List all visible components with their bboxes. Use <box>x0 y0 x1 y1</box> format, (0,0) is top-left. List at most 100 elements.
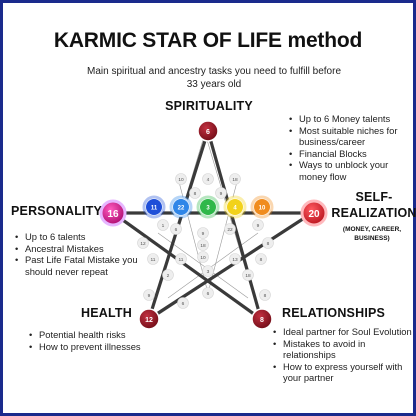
chakra-marker: 22 <box>169 195 193 219</box>
node-right-self-realization: 20 <box>300 199 328 227</box>
node-bottom-right-relationships: 8 <box>251 308 273 330</box>
list-item: Ways to unblock your money flow <box>289 159 415 182</box>
small-number-value: 12 <box>140 241 146 247</box>
small-number-marker: 6 <box>170 223 182 235</box>
small-number-marker: 18 <box>242 269 254 281</box>
small-number-marker: 3 <box>202 265 214 277</box>
small-number-value: 10 <box>200 255 206 261</box>
node-bottom-left-value: 12 <box>145 317 153 324</box>
heading-line: SELF- <box>355 190 393 204</box>
node-bottom-right-value: 8 <box>260 317 264 324</box>
small-number-marker: 11 <box>175 253 187 265</box>
list-item: Most suitable niches for business/career <box>289 125 415 148</box>
subtitle-line: (MONEY, CAREER, <box>342 226 402 233</box>
subtitle-line: BUSINESS) <box>354 234 390 242</box>
small-number-marker: 18 <box>229 173 241 185</box>
small-number-marker: 1 <box>157 219 169 231</box>
chakra-marker: 3 <box>196 195 220 219</box>
small-number-value: 9 <box>202 231 205 237</box>
small-number-marker: 6 <box>202 287 214 299</box>
small-number-value: 9 <box>257 223 260 229</box>
list-item: Past Life Fatal Mistake you should never… <box>15 254 165 277</box>
small-number-marker: 10 <box>175 173 187 185</box>
chakra-marker: 10 <box>250 195 274 219</box>
chakra-value: 11 <box>151 206 158 212</box>
node-right-value: 20 <box>308 209 320 220</box>
list-item: How to express yourself with your partne… <box>273 361 413 384</box>
small-number-marker: 10 <box>197 251 209 263</box>
subtitle: Main spiritual and ancestry tasks you ne… <box>86 66 342 90</box>
heading-spirituality: SPIRITUALITY <box>165 99 253 113</box>
small-number-marker: 4 <box>202 173 214 185</box>
small-number-marker: 6 <box>177 297 189 309</box>
small-number-value: 1 <box>162 223 165 229</box>
small-number-value: 22 <box>227 227 233 233</box>
list-item: Ideal partner for Soul Evolution <box>273 326 413 338</box>
small-number-value: 3 <box>207 269 210 275</box>
small-number-marker: 22 <box>224 223 236 235</box>
small-number-value: 6 <box>207 291 210 297</box>
small-number-value: 8 <box>260 257 263 263</box>
small-number-marker: 8 <box>262 237 274 249</box>
list-personality: Up to 6 talents Ancestral Mistakes Past … <box>15 231 165 277</box>
chakra-marker: 11 <box>142 195 166 219</box>
chakra-value: 22 <box>178 206 185 212</box>
small-number-value: 18 <box>200 243 206 249</box>
chakra-value: 10 <box>259 206 266 212</box>
small-number-marker: 13 <box>229 253 241 265</box>
small-number-marker: 9 <box>197 227 209 239</box>
small-number-value: 2 <box>167 273 170 279</box>
small-number-value: 11 <box>151 257 156 263</box>
heading-relationships: RELATIONSHIPS <box>282 306 386 320</box>
list-health: Potential health risks How to prevent il… <box>29 329 189 352</box>
list-item: Mistakes to avoid in relationships <box>273 338 413 361</box>
chakra-row: 11 22 3 4 10 <box>142 195 274 219</box>
small-number-value: 8 <box>194 191 197 197</box>
small-number-value: 9 <box>148 293 151 299</box>
small-number-value: 8 <box>264 293 267 299</box>
list-item: Financial Blocks <box>289 148 415 160</box>
chakra-marker: 4 <box>223 195 247 219</box>
small-number-marker: 12 <box>137 237 149 249</box>
list-relationships: Ideal partner for Soul Evolution Mistake… <box>273 326 413 384</box>
list-item: Potential health risks <box>29 329 189 341</box>
small-number-value: 8 <box>267 241 270 247</box>
heading-personality: PERSONALITY <box>11 204 103 218</box>
small-number-marker: 11 <box>147 253 159 265</box>
list-item: Up to 6 Money talents <box>289 113 415 125</box>
chakra-value: 4 <box>233 206 237 212</box>
node-left-value: 16 <box>107 209 119 220</box>
small-number-value: 13 <box>232 257 238 263</box>
node-top: 6 <box>197 120 219 142</box>
list-item: Up to 6 talents <box>15 231 165 243</box>
list-item: Ancestral Mistakes <box>15 243 165 255</box>
small-number-marker: 9 <box>143 289 155 301</box>
node-bottom-left-health: 12 <box>138 308 160 330</box>
heading-line: REALIZATION <box>331 206 416 220</box>
small-number-value: 18 <box>232 177 238 183</box>
chakra-value: 3 <box>206 206 210 212</box>
small-number-value: 9 <box>220 191 223 197</box>
list-item: How to prevent illnesses <box>29 341 189 353</box>
small-number-value: 6 <box>175 227 178 233</box>
small-number-value: 6 <box>182 301 185 307</box>
small-number-marker: 18 <box>197 239 209 251</box>
node-top-value: 6 <box>206 129 210 136</box>
small-number-marker: 8 <box>255 253 267 265</box>
small-number-value: 10 <box>178 177 184 183</box>
list-spirituality: Up to 6 Money talents Most suitable nich… <box>289 113 415 183</box>
small-number-markers: 10 4 18 8 9 1 6 9 22 9 12 18 8 11 11 10 13 8 2 3 18 9 6 8 6 <box>137 173 274 309</box>
heading-health: HEALTH <box>81 306 132 320</box>
small-number-value: 18 <box>245 273 251 279</box>
small-number-value: 4 <box>207 177 210 183</box>
small-number-marker: 9 <box>215 187 227 199</box>
small-number-marker: 8 <box>189 187 201 199</box>
page-title: KARMIC STAR OF LIFE method <box>53 29 363 52</box>
small-number-marker: 2 <box>162 269 174 281</box>
small-number-value: 11 <box>179 257 184 263</box>
small-number-marker: 8 <box>259 289 271 301</box>
node-left-personality: 16 <box>99 199 127 227</box>
small-number-marker: 9 <box>252 219 264 231</box>
